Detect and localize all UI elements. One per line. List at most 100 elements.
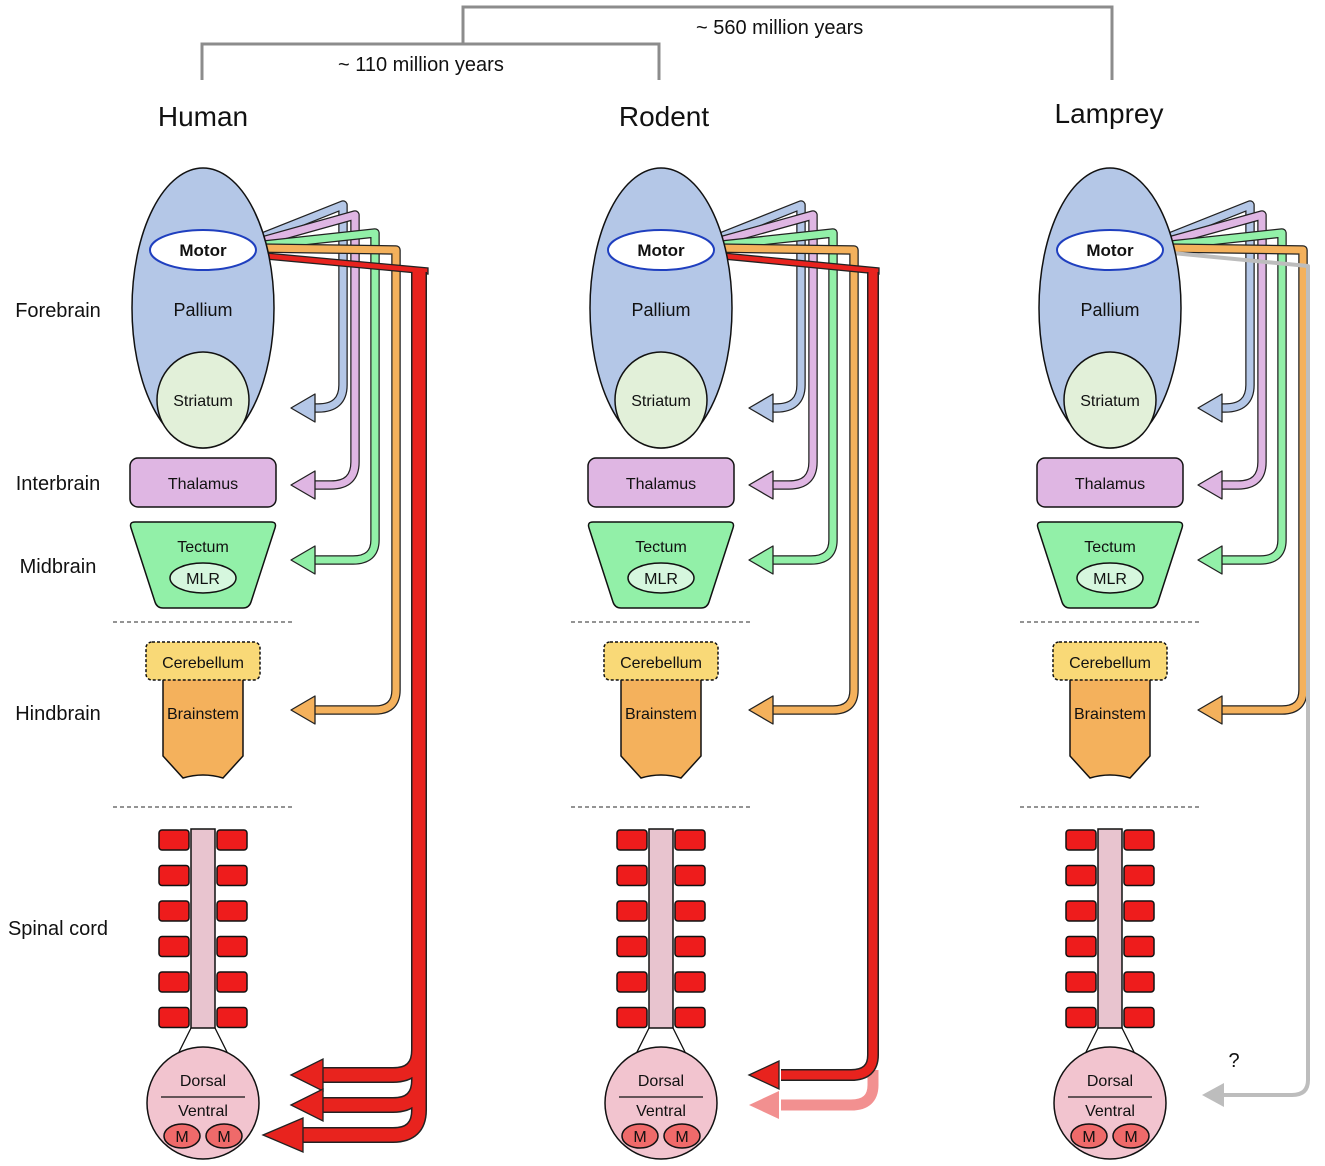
spinal-segment-right (216, 900, 248, 922)
pallium-label: Pallium (173, 300, 232, 320)
tract-to-brainstem (254, 243, 401, 725)
mlr (1076, 562, 1144, 594)
motor-cortex (149, 229, 257, 271)
spinal-segment-left (616, 900, 648, 922)
striatum (1063, 351, 1157, 449)
row-label-forebrain: Forebrain (15, 300, 101, 322)
spinal-segment-left (158, 864, 190, 887)
dorsal-label: Dorsal (638, 1073, 684, 1090)
ventral-label: Ventral (1085, 1103, 1135, 1120)
spinal-central-column (648, 828, 674, 1029)
spinal-segment-left (158, 971, 190, 993)
tract-to-striatum (253, 200, 348, 423)
spinal-segment-right (216, 935, 248, 958)
tract-spinal-uncertain (1161, 250, 1310, 1107)
row-label-spinal-cord: Spinal cord (8, 918, 108, 940)
thalamus (587, 457, 735, 508)
spinal-segment-left (1065, 900, 1097, 922)
motoneuron-right (205, 1123, 243, 1149)
pallium-label: Pallium (1080, 300, 1139, 320)
spinal-segment-right (1123, 864, 1155, 887)
spinal-segment-right (1123, 971, 1155, 993)
tract-to-thalamus (711, 210, 818, 500)
column-title-human: Human (158, 101, 248, 132)
striatum (614, 351, 708, 449)
cerebellum-label: Cerebellum (1069, 655, 1151, 672)
spinal-segment-right (674, 971, 706, 993)
spinal-segment-right (1123, 935, 1155, 958)
column-title-lamprey: Lamprey (1055, 98, 1164, 129)
thalamus-label: Thalamus (168, 476, 238, 493)
motoneuron-right-label: M (675, 1129, 688, 1146)
spinal-segment-left (1065, 935, 1097, 958)
tract-spinal-ventral-faded (781, 1070, 879, 1111)
spinal-segment-left (616, 829, 648, 851)
tectum-label: Tectum (1084, 539, 1136, 556)
spinal-cord (616, 828, 706, 1029)
tract-to-tectum (1161, 228, 1287, 575)
brainstem (620, 671, 702, 779)
spinal-segment-left (158, 829, 190, 851)
spinal-cord (158, 828, 248, 1029)
row-label-interbrain: Interbrain (16, 473, 101, 495)
question-mark: ? (1228, 1050, 1239, 1072)
rodent-brain-column: PalliumMotorStriatumThalamusTectumMLRBra… (571, 167, 880, 1160)
tract-to-thalamus (253, 210, 360, 500)
spinal-segment-right (216, 829, 248, 851)
lamprey-brain-column: PalliumMotorStriatumThalamusTectumMLRBra… (1020, 167, 1310, 1160)
spinal-segment-left (616, 864, 648, 887)
dorsal-label: Dorsal (1087, 1073, 1133, 1090)
motor-cortex (1056, 229, 1164, 271)
spinal-segment-right (1123, 1006, 1155, 1029)
spinal-segment-right (216, 1006, 248, 1029)
phylogeny-tree (200, 5, 1114, 80)
thalamus-label: Thalamus (1075, 476, 1145, 493)
tract-corticospinal (254, 251, 429, 1153)
spinal-segment-right (674, 935, 706, 958)
tract-spinal-dorsal (781, 272, 879, 1081)
motoneuron-left (621, 1123, 659, 1149)
inner-divergence-label: ~ 110 million years (338, 54, 504, 76)
mlr (627, 562, 695, 594)
cerebellum-label: Cerebellum (162, 655, 244, 672)
inner-bracket (200, 42, 661, 80)
motor-label: Motor (637, 241, 685, 260)
human-brain-column: PalliumMotorStriatumThalamusTectumMLRBra… (113, 167, 429, 1160)
cerebellum (145, 641, 261, 681)
row-label-hindbrain: Hindbrain (15, 703, 101, 725)
tract-to-tectum (712, 228, 838, 575)
spinal-segment-left (616, 971, 648, 993)
column-title-rodent: Rodent (619, 101, 710, 132)
tract-to-brainstem (712, 243, 859, 725)
spinal-segment-left (1065, 864, 1097, 887)
outer-bracket (461, 5, 1114, 80)
motoneuron-left-label: M (1082, 1129, 1095, 1146)
mlr-label: MLR (186, 571, 220, 588)
outer-divergence-label: ~ 560 million years (696, 17, 863, 39)
mlr (169, 562, 237, 594)
motor-cortex (607, 229, 715, 271)
spinal-segment-left (158, 900, 190, 922)
brainstem-label: Brainstem (1074, 706, 1146, 723)
brainstem-label: Brainstem (625, 706, 697, 723)
motoneuron-right (663, 1123, 701, 1149)
spinal-segment-right (674, 1006, 706, 1029)
brainstem (162, 671, 244, 779)
thalamus (1036, 457, 1184, 508)
thalamus (129, 457, 277, 508)
thalamus-label: Thalamus (626, 476, 696, 493)
motoneuron-right-label: M (217, 1129, 230, 1146)
tract-to-thalamus (1160, 210, 1267, 500)
spinal-segment-left (616, 1006, 648, 1029)
spinal-segment-left (158, 935, 190, 958)
spinal-segment-left (158, 1006, 190, 1029)
pallium-label: Pallium (631, 300, 690, 320)
tectum-label: Tectum (177, 539, 229, 556)
spinal-cord (1065, 828, 1155, 1029)
spinal-segment-right (674, 900, 706, 922)
motoneuron-right-label: M (1124, 1129, 1137, 1146)
striatum-label: Striatum (173, 393, 233, 410)
spinal-segment-left (1065, 829, 1097, 851)
striatum-label: Striatum (1080, 393, 1140, 410)
